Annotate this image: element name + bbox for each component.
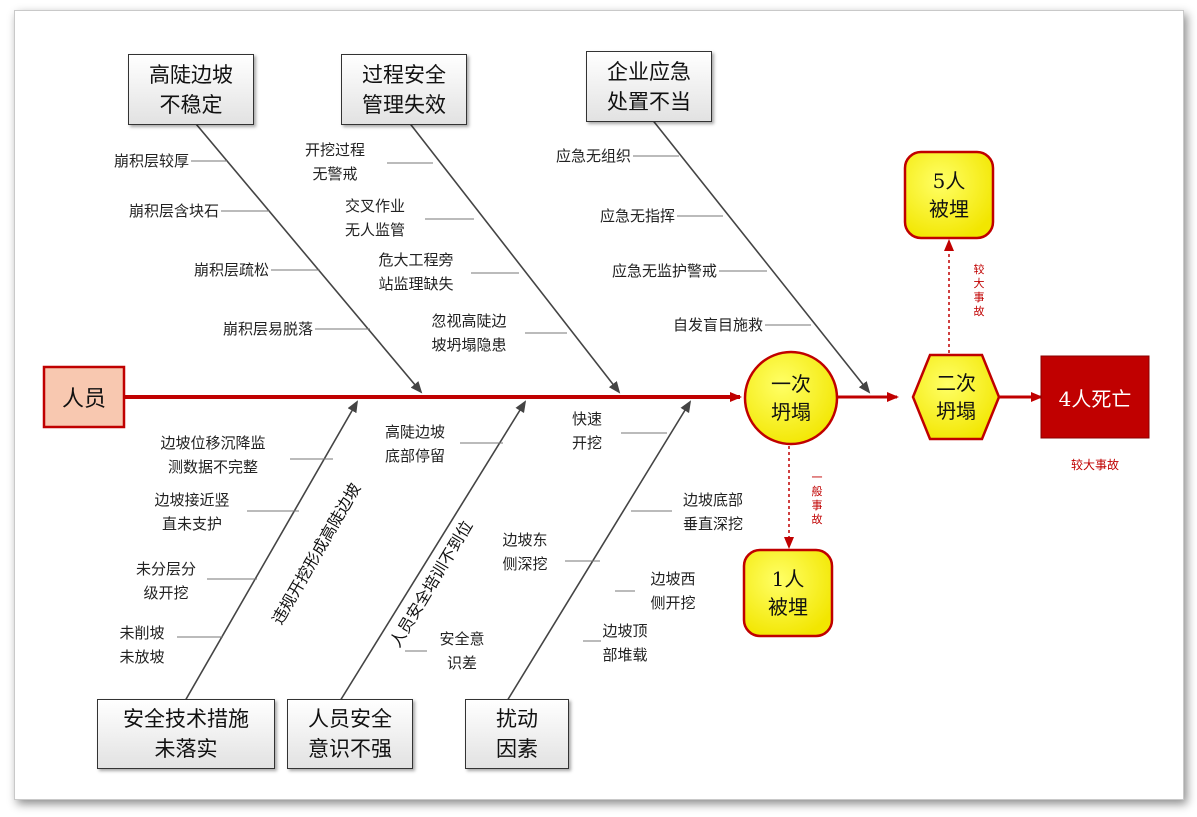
bottom-1-item-1: 边坡位移沉降监 测数据不完整	[160, 434, 266, 476]
top-2-item-3: 危大工程旁 站监理缺失	[378, 251, 454, 293]
bone-top-2	[407, 120, 621, 394]
top-2-item-2: 交叉作业 无人监管	[344, 197, 405, 239]
death-box	[1040, 355, 1150, 439]
second-collapse-hexagon	[911, 353, 1001, 441]
bottom-2-item-1: 高陡边坡 底部停留	[384, 423, 445, 465]
top-branch-lines	[191, 155, 811, 334]
buried-1-label: 1人 被埋	[768, 567, 808, 619]
top-1-item-3: 崩积层疏松	[193, 261, 269, 279]
major-accident-caption: 较大事故	[1070, 457, 1119, 472]
top-3-item-1: 应急无组织	[555, 147, 631, 165]
general-accident-label: 一般事故	[811, 471, 823, 526]
buried-1-box	[742, 548, 834, 638]
cause-box-safety-awareness: 人员安全 意识不强	[287, 699, 413, 769]
buried-5-box	[903, 150, 995, 240]
first-collapse-label: 一次 坍塌	[771, 372, 811, 424]
bottom-1-item-3: 未分层分 级开挖	[135, 560, 196, 602]
fishbone-diagram	[42, 117, 1150, 702]
bottom-1-item-2: 边坡接近竖 直未支护	[154, 491, 230, 533]
cause-box-emergency-response: 企业应急 处置不当	[586, 51, 712, 122]
top-3-item-3: 应急无监护警戒	[611, 262, 717, 280]
bottom-2-item-2: 安全意 识差	[439, 630, 485, 672]
bone-top-1	[190, 117, 423, 394]
cause-box-slope-unstable: 高陡边坡 不稳定	[128, 54, 254, 125]
bottom-branch-lines	[177, 432, 672, 652]
bone-top-3	[650, 117, 871, 394]
cause-box-safety-measures: 安全技术措施 未落实	[97, 699, 275, 769]
top-2-item-1: 开挖过程 无警戒	[304, 141, 365, 183]
bottom-3-item-3: 边坡东 侧深挖	[502, 531, 548, 573]
buried-5-label: 5人 被埋	[929, 169, 969, 221]
bone-bottom-1	[184, 400, 358, 702]
bottom-1-item-4: 未削坡 未放坡	[119, 624, 165, 666]
top-3-item-2: 应急无指挥	[599, 207, 675, 225]
bone-bottom-2	[339, 400, 527, 702]
bottom-3-item-2: 边坡底部 垂直深挖	[682, 491, 743, 533]
person-label: 人员	[61, 387, 106, 412]
top-1-item-2: 崩积层含块石	[128, 202, 219, 220]
death-label: 4人死亡	[1058, 386, 1132, 411]
diagram-page: 人员 一次 坍塌 二次 坍塌 4人死亡 1人 被埋 5人 被埋 一般事故 较大事…	[14, 10, 1184, 800]
bottom-3-item-5: 边坡顶 部堆载	[602, 622, 648, 664]
cause-box-disturbance: 扰动 因素	[465, 699, 569, 769]
cause-box-process-management: 过程安全 管理失效	[341, 54, 467, 125]
bone-bottom-3	[506, 400, 692, 702]
bottom-3-item-4: 边坡西 侧开挖	[650, 570, 696, 612]
top-1-item-4: 崩积层易脱落	[222, 320, 313, 338]
bottom-3-item-1: 快速 开挖	[571, 410, 602, 452]
major-accident-vertical-label: 较大事故	[973, 263, 985, 318]
top-1-item-1: 崩积层较厚	[113, 152, 189, 170]
second-collapse-label: 二次 坍塌	[936, 371, 976, 423]
person-box	[42, 365, 126, 429]
top-3-item-4: 自发盲目施救	[672, 316, 763, 334]
top-2-item-4: 忽视高陡边 坡坍塌隐患	[431, 312, 507, 354]
first-collapse-circle	[743, 350, 839, 446]
